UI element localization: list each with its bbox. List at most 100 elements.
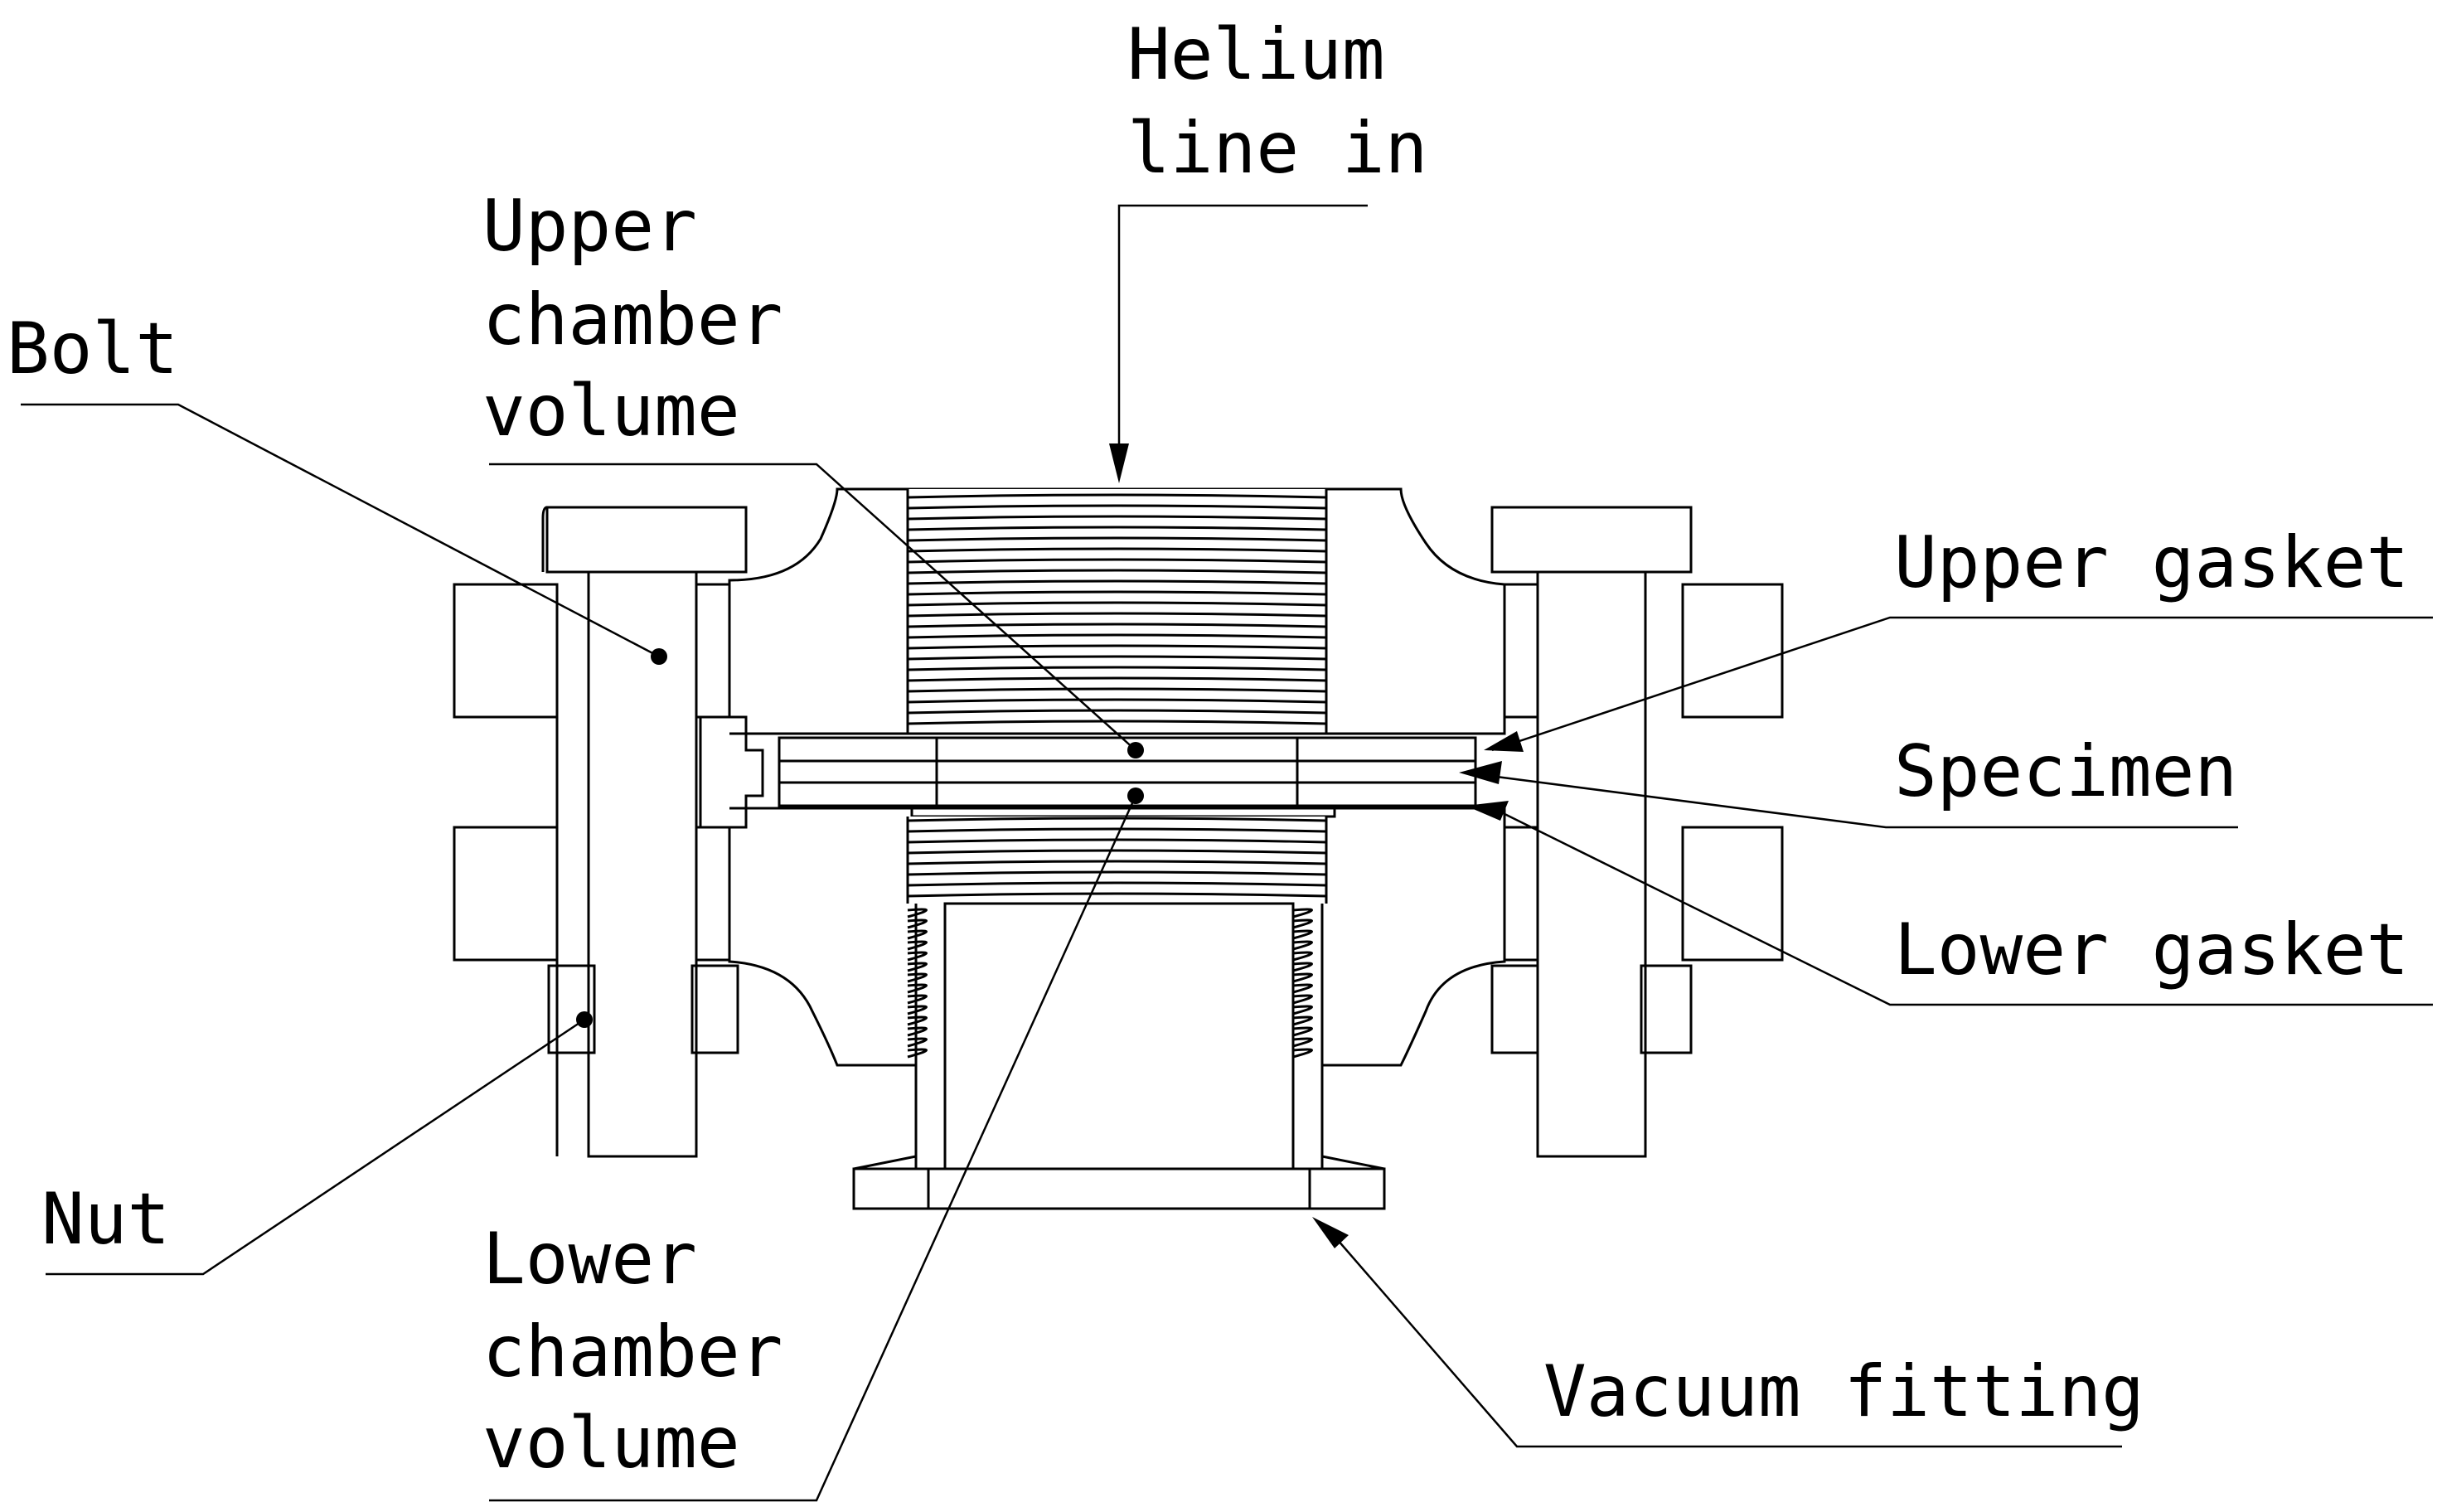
fitting-thread-coil — [1292, 1037, 1313, 1048]
lower-gasket — [778, 781, 1477, 807]
fitting-thread-coil — [1292, 1015, 1313, 1026]
labels: Helium line in Upper chamber volume Bolt… — [7, 13, 2409, 1485]
thread-line — [907, 881, 1327, 887]
thread-line — [907, 870, 1327, 876]
thread-line — [907, 676, 1327, 682]
label-lower-gasket: Lower gasket — [1894, 909, 2409, 991]
fitting-thread-coil — [907, 908, 928, 918]
upper-gasket — [778, 736, 1477, 763]
label-specimen: Specimen — [1894, 730, 2237, 813]
thread-line — [907, 547, 1327, 553]
fitting-thread-coil — [1292, 951, 1313, 962]
lower-flange-body — [728, 807, 1506, 1067]
upper-threaded-bore — [906, 489, 1328, 734]
label-lower-chamber-2: chamber — [482, 1311, 783, 1393]
upper-flange-body — [728, 487, 1506, 777]
label-vacuum-fitting: Vacuum fitting — [1543, 1350, 2144, 1433]
leader-dots — [576, 648, 1144, 1028]
fitting-thread-coil — [1292, 983, 1313, 994]
fitting-thread-coil — [907, 1005, 928, 1015]
left-nut — [547, 964, 596, 1054]
thread-line — [907, 612, 1327, 618]
specimen — [778, 759, 1477, 784]
right-bolt-assembly — [1490, 506, 1784, 1158]
fitting-thread-coil — [907, 1026, 928, 1037]
thread-line — [907, 558, 1327, 564]
fitting-thread-coil — [907, 940, 928, 951]
vacuum-fitting-part — [852, 902, 1386, 1210]
left-lower-block — [453, 826, 559, 962]
fitting-thread-coil — [907, 972, 928, 983]
thread-line — [907, 817, 1327, 822]
label-lower-chamber-1: Lower — [482, 1218, 697, 1301]
fitting-thread-coil — [1292, 929, 1313, 940]
thread-line — [907, 590, 1327, 596]
vacuum-arrow-icon — [1312, 1217, 1349, 1248]
fitting-thread-coil — [907, 1048, 928, 1059]
fitting-thread-coil — [907, 983, 928, 994]
leader-lines — [21, 204, 2433, 1502]
fitting-thread-coil — [907, 1015, 928, 1026]
thread-line — [907, 515, 1327, 521]
left-bolt-shank — [587, 570, 698, 1158]
thread-line — [907, 493, 1327, 499]
right-bolt-head — [1490, 506, 1693, 574]
fitting-thread-coil — [907, 918, 928, 929]
upper-gasket-arrow-icon — [1484, 731, 1524, 752]
right-nut — [1490, 964, 1539, 1054]
left-bolt-head — [545, 506, 748, 574]
label-upper-chamber-3: volume — [482, 370, 740, 453]
thread-line — [907, 536, 1327, 542]
label-upper-chamber-1: Upper — [482, 185, 697, 268]
specimen-arrow-icon — [1459, 761, 1502, 784]
fitting-thread-coil — [1292, 972, 1313, 983]
thread-line — [907, 623, 1327, 628]
arrowheads — [1109, 443, 1524, 1248]
fitting-thread-coil — [907, 951, 928, 962]
thread-line — [907, 601, 1327, 607]
thread-line — [907, 504, 1327, 510]
thread-line — [907, 526, 1327, 531]
right-bolt-shank — [1536, 570, 1647, 1158]
fitting-thread-coil — [907, 994, 928, 1005]
fitting-thread-coil — [1292, 994, 1313, 1005]
label-helium-1: Helium — [1127, 13, 1385, 96]
right-lower-block — [1681, 826, 1784, 962]
lower-chamber-dot — [1127, 788, 1144, 804]
right-upper-block — [1681, 583, 1784, 719]
label-helium-2: line in — [1127, 107, 1427, 190]
lower-threaded-bore — [906, 817, 1328, 904]
label-upper-gasket: Upper gasket — [1894, 521, 2409, 604]
fitting-thread-coil — [1292, 940, 1313, 951]
upper-chamber-dot — [1127, 742, 1144, 758]
fitting-thread-coil — [1292, 1048, 1313, 1059]
fitting-thread-coil — [907, 1037, 928, 1048]
label-bolt: Bolt — [7, 308, 178, 390]
fitting-thread-coil — [1292, 1026, 1313, 1037]
thread-line — [907, 655, 1327, 661]
fitting-thread-coil — [1292, 962, 1313, 972]
thread-line — [907, 709, 1327, 715]
thread-line — [907, 827, 1327, 833]
thread-line — [907, 687, 1327, 693]
thread-line — [907, 579, 1327, 585]
specimen-stack — [729, 732, 1504, 810]
label-nut: Nut — [41, 1178, 170, 1261]
fitting-thread-coil — [907, 929, 928, 940]
thread-line — [907, 698, 1327, 704]
label-lower-chamber-3: volume — [482, 1402, 740, 1485]
thread-line — [907, 644, 1327, 650]
fitting-thread-coil — [1292, 918, 1313, 929]
left-upper-block — [453, 583, 559, 719]
left-bolt-assembly — [453, 506, 748, 1158]
fitting-thread-coil — [1292, 1005, 1313, 1015]
thread-line — [907, 569, 1327, 574]
thread-line — [907, 860, 1327, 865]
nut-dot — [576, 1011, 593, 1028]
helium-arrow-icon — [1109, 443, 1129, 483]
fitting-thread-coil — [1292, 908, 1313, 918]
bolt-dot — [651, 648, 667, 665]
thread-line — [907, 838, 1327, 844]
lower-gasket-arrow-icon — [1466, 801, 1509, 821]
